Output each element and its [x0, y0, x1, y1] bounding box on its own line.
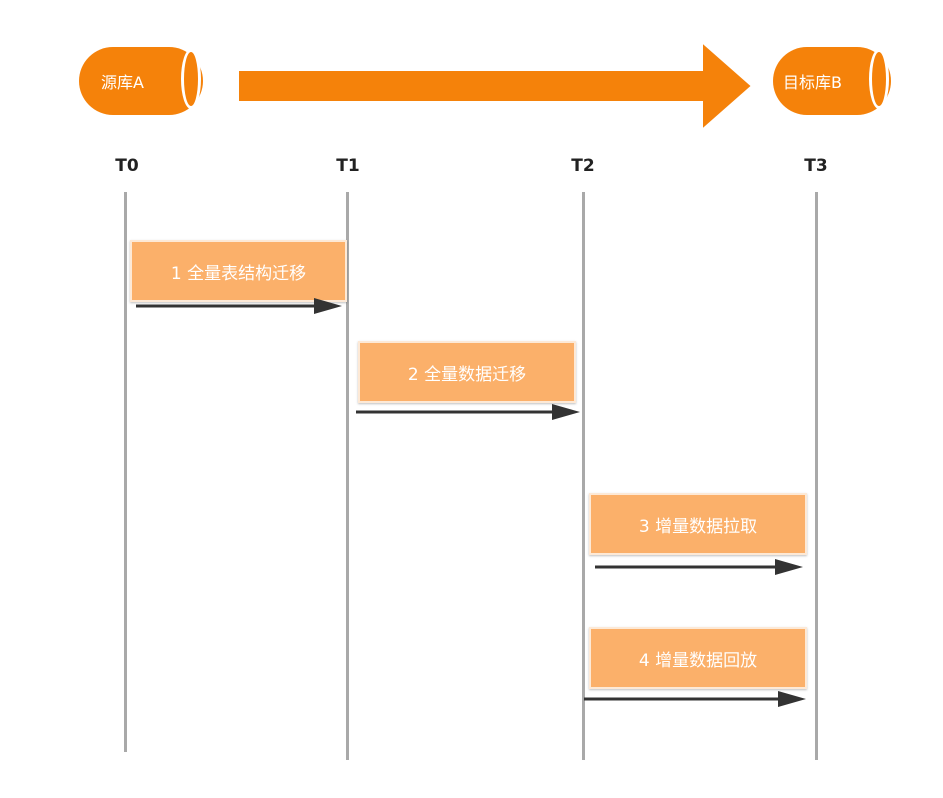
timeline-line-t1 — [346, 192, 349, 760]
step-label-4: 4 增量数据回放 — [638, 650, 758, 671]
source-database-label: 源库A — [101, 73, 144, 92]
cylinder-end-icon — [181, 49, 201, 109]
step-box-3: 3 增量数据拉取 — [589, 493, 807, 555]
time-label-t2: T2 — [571, 156, 595, 176]
step-arrow-2 — [356, 404, 580, 420]
target-database-label: 目标库B — [783, 73, 842, 92]
time-label-t0: T0 — [115, 156, 139, 176]
step-arrow-4 — [584, 691, 806, 707]
target-database: 目标库B — [773, 47, 891, 115]
time-label-t3: T3 — [804, 156, 828, 176]
step-arrow-3 — [595, 559, 803, 575]
step-box-4: 4 增量数据回放 — [589, 627, 807, 689]
cylinder-end-icon — [869, 49, 889, 109]
source-database: 源库A — [79, 47, 203, 115]
step-label-2: 2 全量数据迁移 — [407, 364, 527, 385]
timeline-line-t3 — [815, 192, 818, 760]
migration-direction-arrow — [237, 40, 754, 132]
step-label-1: 1 全量表结构迁移 — [170, 263, 307, 284]
step-arrow-1 — [136, 298, 342, 314]
timeline-line-t2 — [582, 192, 585, 760]
timeline-line-t0 — [124, 192, 127, 752]
step-box-1: 1 全量表结构迁移 — [130, 240, 347, 302]
step-box-2: 2 全量数据迁移 — [358, 341, 576, 403]
step-label-3: 3 增量数据拉取 — [638, 516, 758, 537]
time-label-t1: T1 — [336, 156, 360, 176]
